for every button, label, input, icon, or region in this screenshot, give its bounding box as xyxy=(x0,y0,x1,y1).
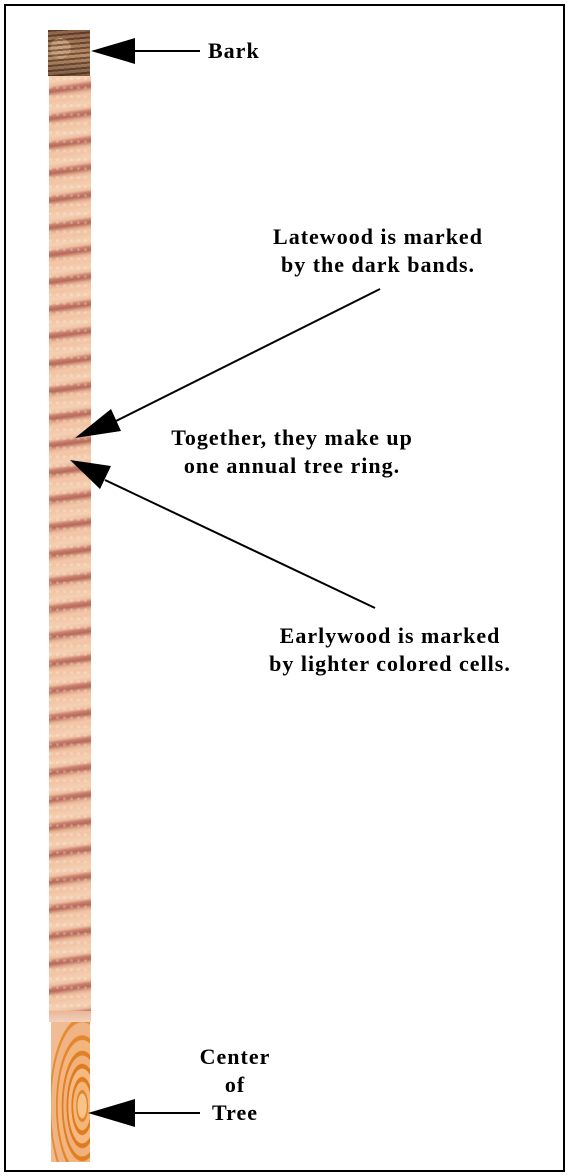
center-label-line-2: of xyxy=(180,1071,290,1099)
tree-core-center-section xyxy=(51,1022,90,1162)
center-label-line-1: Center xyxy=(180,1043,290,1071)
bark-label: Bark xyxy=(208,37,260,65)
center-label: Center of Tree xyxy=(180,1043,290,1127)
tree-core-bark-section xyxy=(48,30,90,76)
latewood-label: Latewood is marked by the dark bands. xyxy=(218,223,538,279)
together-label-line-1: Together, they make up xyxy=(122,424,462,452)
earlywood-label-line-1: Earlywood is marked xyxy=(220,622,560,650)
earlywood-label-line-2: by lighter colored cells. xyxy=(220,650,560,678)
together-label: Together, they make up one annual tree r… xyxy=(122,424,462,480)
tree-core-ring-section xyxy=(49,76,91,1011)
latewood-label-line-2: by the dark bands. xyxy=(218,251,538,279)
latewood-label-line-1: Latewood is marked xyxy=(218,223,538,251)
center-label-line-3: Tree xyxy=(180,1099,290,1127)
earlywood-label: Earlywood is marked by lighter colored c… xyxy=(220,622,560,678)
together-label-line-2: one annual tree ring. xyxy=(122,452,462,480)
tree-core-seam xyxy=(49,1011,91,1022)
bark-label-text: Bark xyxy=(208,37,260,65)
